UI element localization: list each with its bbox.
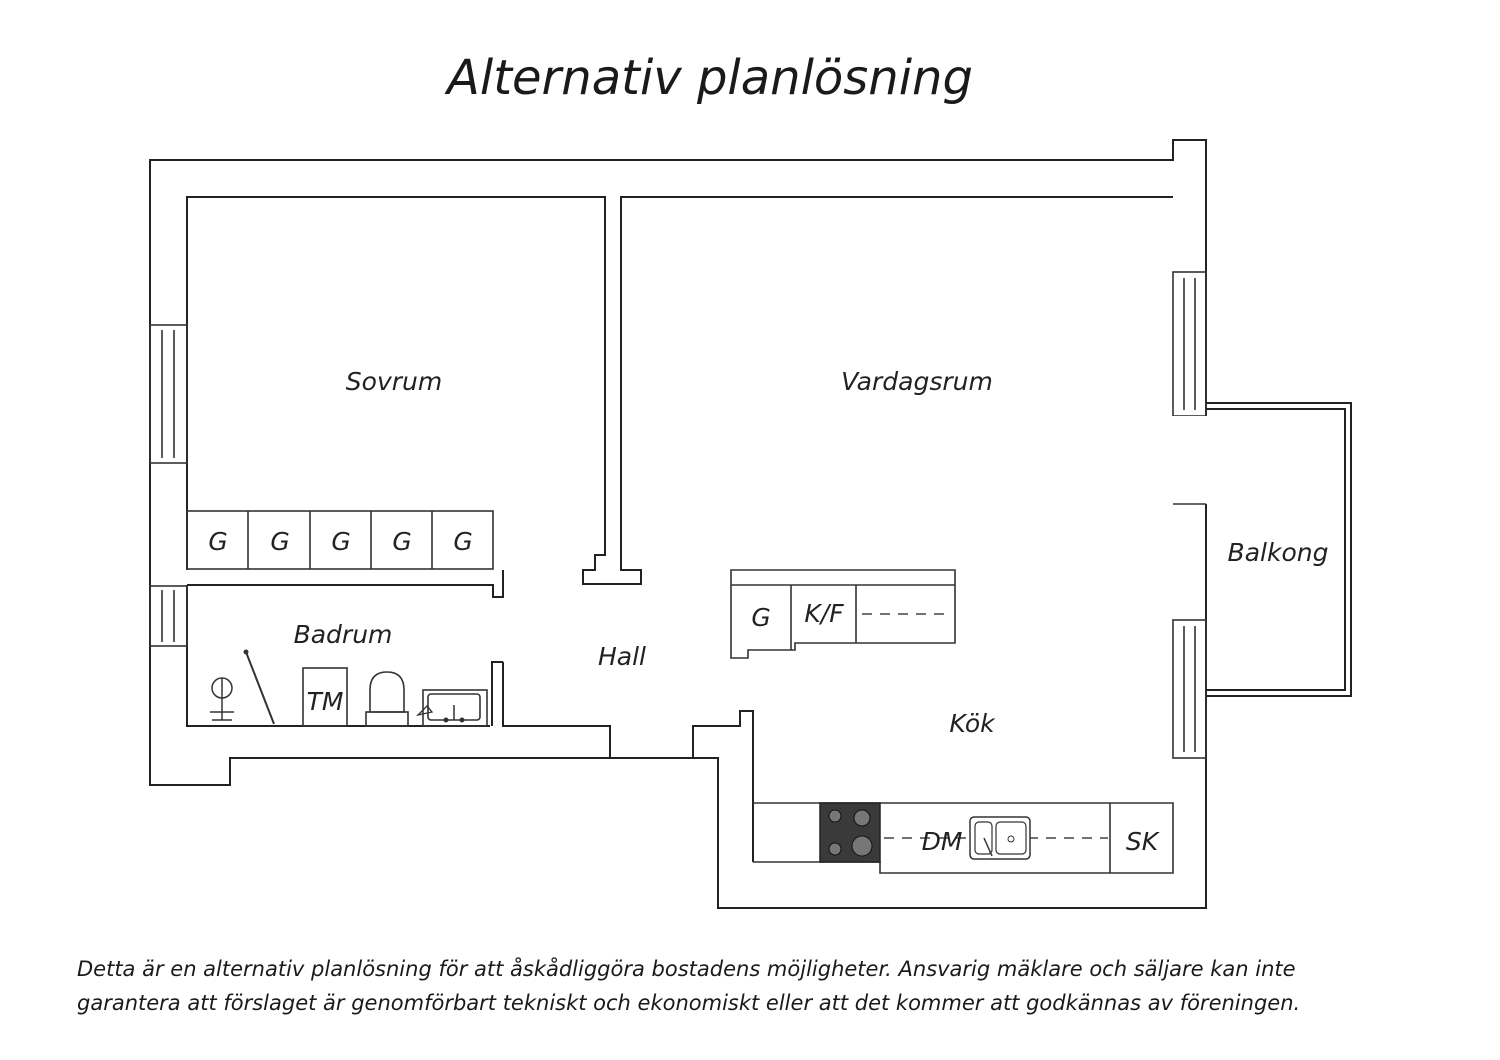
disclaimer-line-2: garantera att förslaget är genomförbart … — [77, 991, 1301, 1015]
wardrobe-label: G — [208, 527, 227, 556]
balcony — [1206, 402, 1352, 697]
window-badrum — [149, 585, 188, 647]
tall-cabinet-label: SK — [1126, 827, 1161, 856]
wardrobe-row: G G G G G — [186, 510, 494, 570]
fridge-freezer-label: K/F — [804, 599, 844, 628]
window-kok — [1172, 619, 1207, 759]
room-label-sovrum: Sovrum — [346, 367, 442, 396]
sovrum-wall — [186, 196, 1173, 585]
disclaimer-line-1: Detta är en alternativ planlösning för a… — [77, 957, 1296, 981]
washbasin-icon — [415, 689, 488, 727]
outer-wall — [149, 139, 1207, 909]
hall-wall — [692, 710, 754, 862]
disclaimer: Detta är en alternativ planlösning för a… — [77, 952, 1457, 1020]
room-label-hall: Hall — [598, 642, 646, 671]
shower-icon — [210, 649, 275, 725]
balcony-door — [1172, 416, 1208, 505]
wardrobe-label: G — [453, 527, 472, 556]
dishwasher-label: DM — [922, 827, 963, 856]
room-label-kok: Kök — [949, 709, 996, 738]
washing-machine-label: TM — [307, 687, 344, 716]
sink-icon — [969, 816, 1031, 860]
wardrobe-label: G — [331, 527, 350, 556]
window-vardagsrum — [1172, 271, 1207, 417]
washing-machine-icon: TM — [302, 667, 348, 727]
island-wardrobe-label: G — [751, 603, 770, 632]
room-label-badrum: Badrum — [294, 620, 393, 649]
window-sovrum — [149, 324, 188, 464]
stove-icon — [819, 802, 881, 863]
wardrobe-label: G — [392, 527, 411, 556]
toilet-icon — [365, 671, 409, 727]
badrum-wall — [186, 585, 611, 758]
kitchen-island: G K/F — [730, 569, 956, 659]
room-label-vardagsrum: Vardagsrum — [841, 367, 993, 396]
page-title: Alternativ planlösning — [447, 50, 973, 106]
badrum-top-wall — [187, 570, 504, 598]
wardrobe-label: G — [270, 527, 289, 556]
room-label-balkong: Balkong — [1228, 538, 1329, 567]
kitchen-counter: DM SK — [753, 802, 1174, 874]
